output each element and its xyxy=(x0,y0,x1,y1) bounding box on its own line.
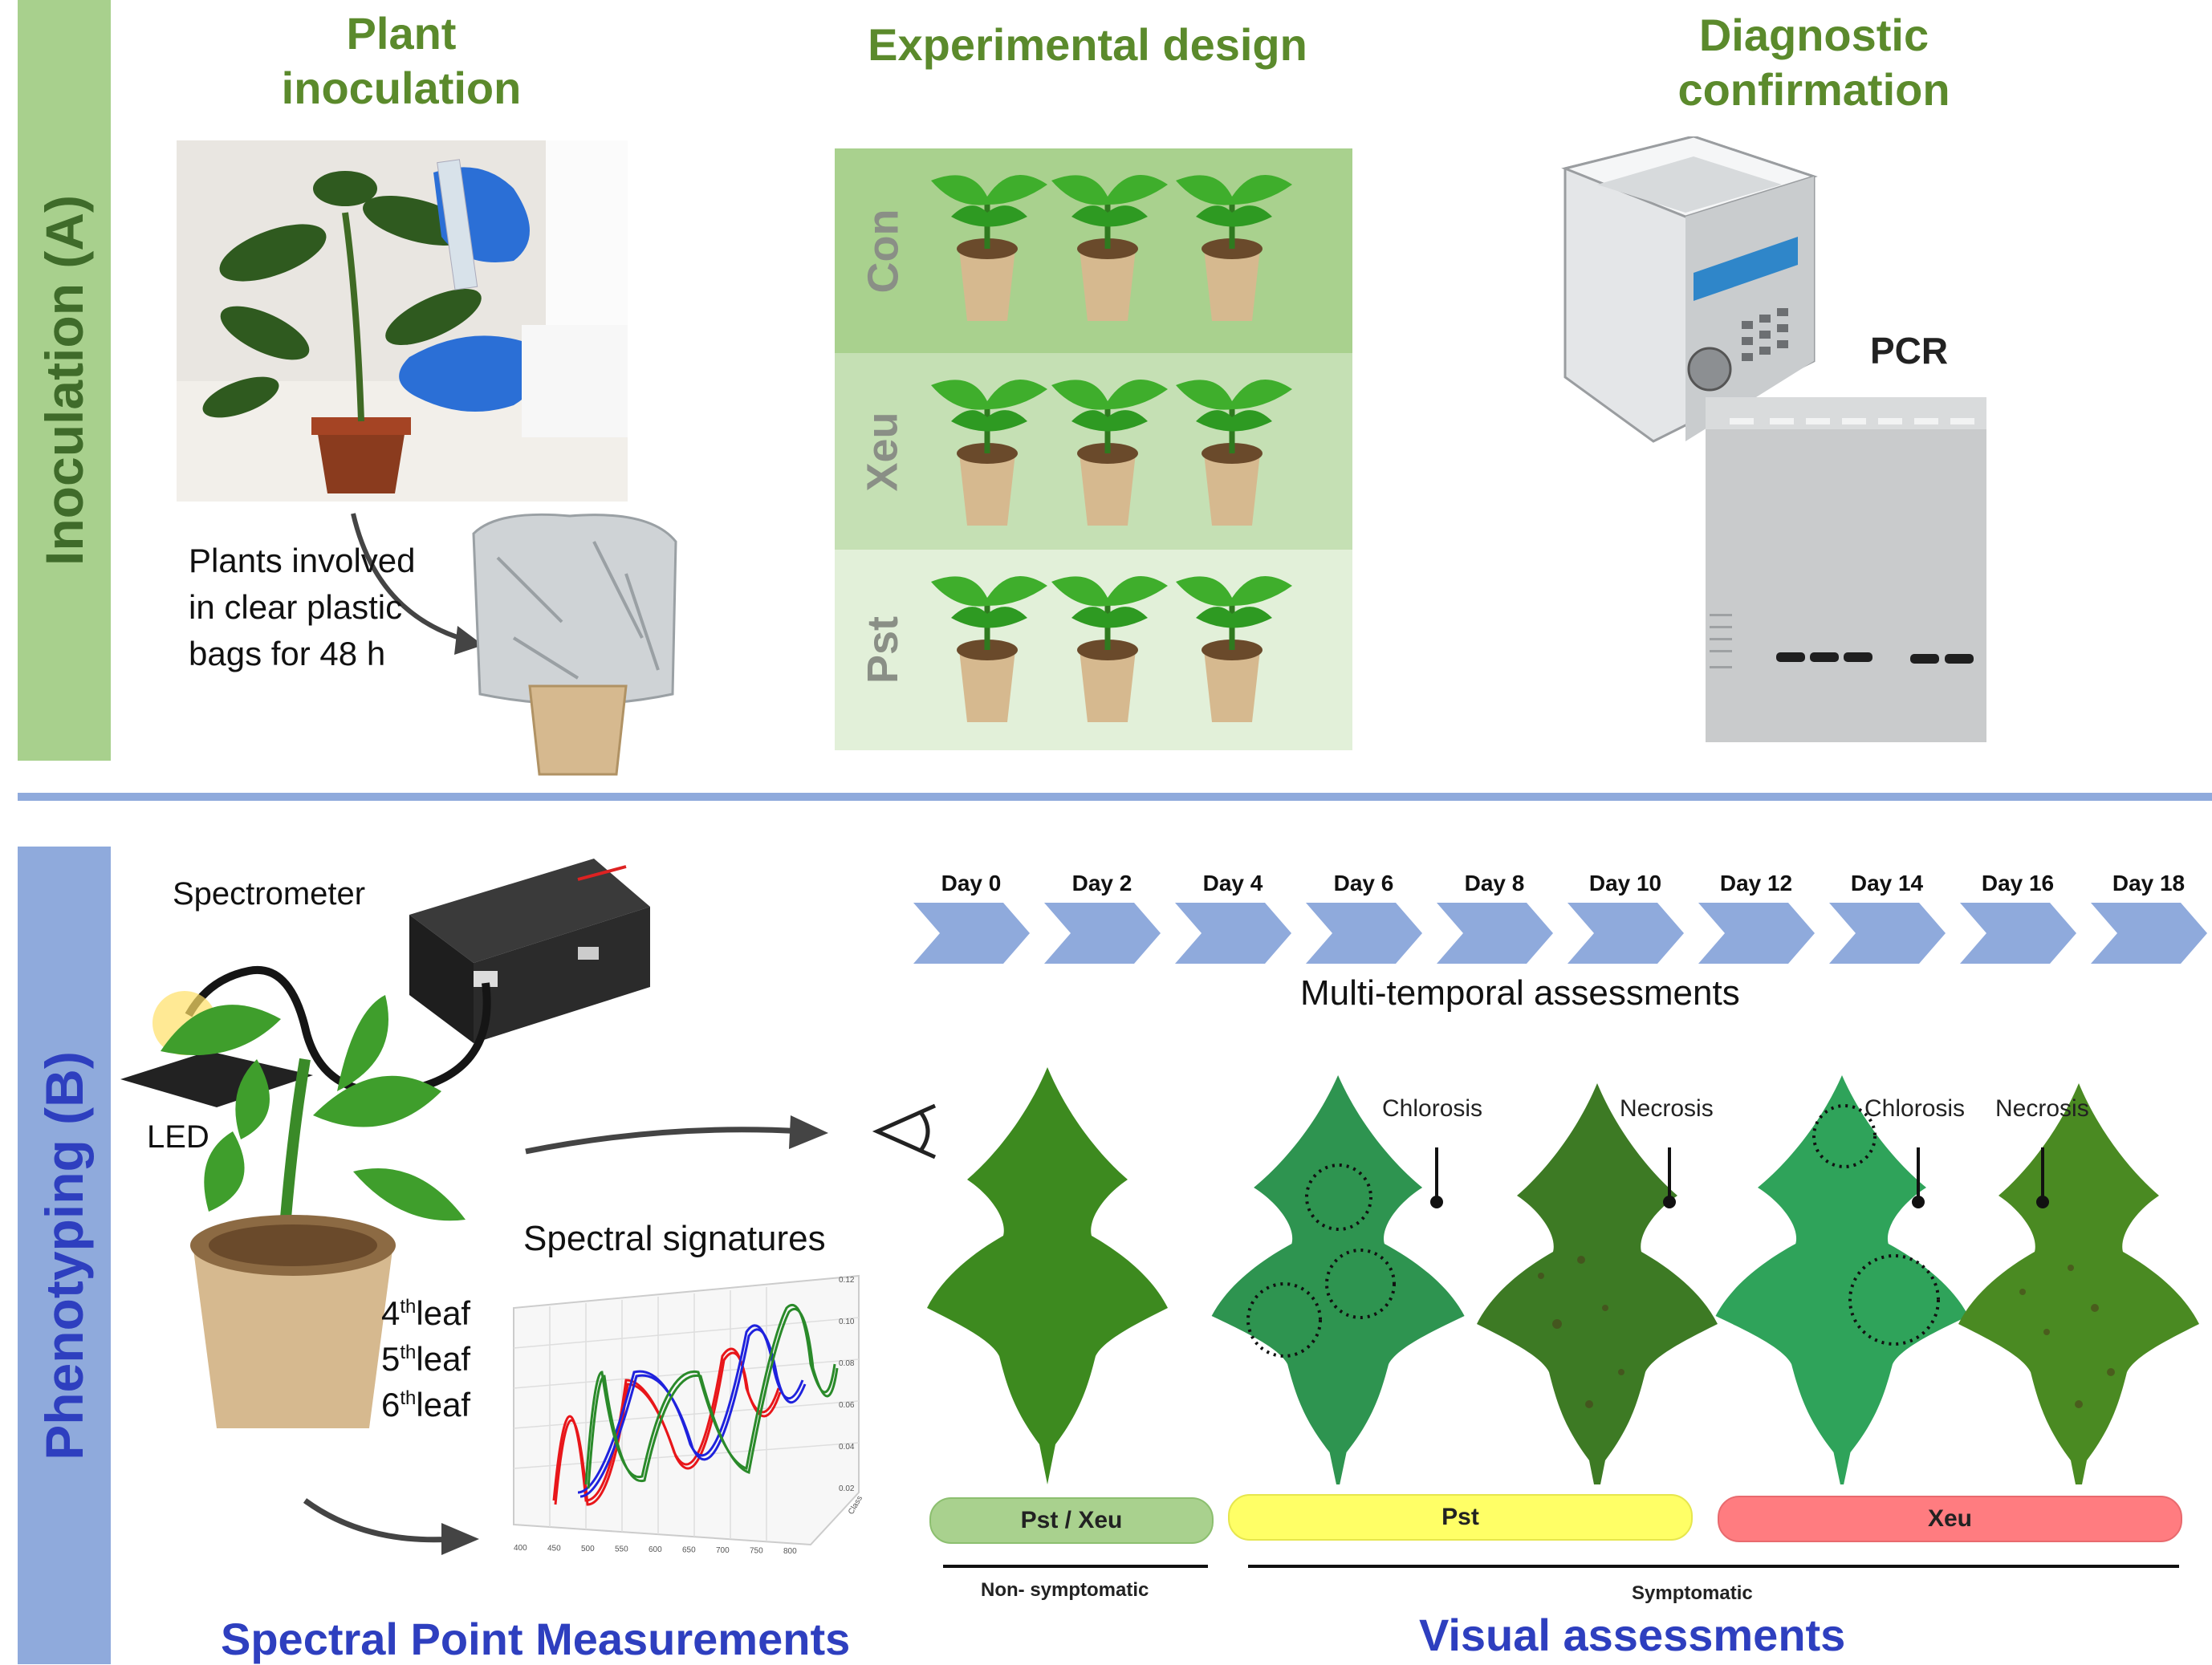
leaf-xeu-necrosis xyxy=(1958,1083,2199,1484)
timeline-caption: Multi-temporal assessments xyxy=(1300,973,1740,1013)
diagnostic-confirmation-title: Diagnostic confirmation xyxy=(1677,10,1950,115)
design-plant-icon xyxy=(1051,576,1168,722)
bag-arrow xyxy=(351,513,483,655)
design-plant-icon xyxy=(931,380,1047,526)
leaf-pst-necrosis xyxy=(1477,1083,1718,1484)
design-plants xyxy=(931,175,1292,722)
inoculation-section-text: Inoculation (A) xyxy=(35,195,94,566)
spectral-y-tick: 0.04 xyxy=(839,1443,855,1452)
timeline-day-label: Day 4 xyxy=(1202,871,1263,895)
signatures-label: Spectral signatures xyxy=(523,1219,826,1258)
spectral-y-tick: 0.08 xyxy=(839,1359,855,1368)
inoculation-photo xyxy=(177,140,628,502)
timeline-day-label: Day 12 xyxy=(1719,871,1793,895)
design-plant-icon xyxy=(1176,175,1292,321)
eye-icon xyxy=(872,1103,937,1159)
spectral-signatures-plot: 400 450 500 550 600 650 700 750 800 0.12 0.10 0.08… xyxy=(513,1274,864,1556)
arrow-to-signatures xyxy=(303,1498,479,1555)
spectral-x-tick: 450 xyxy=(547,1545,561,1553)
spectral-x-ticks: 400 450 500 550 600 650 700 750 800 xyxy=(514,1544,797,1556)
spectral-x-tick: 600 xyxy=(649,1545,662,1554)
leaf-6-label: 6thleaf xyxy=(381,1386,471,1423)
design-plant-icon xyxy=(1176,380,1292,526)
group-pill-pst-xeu: Pst / Xeu xyxy=(929,1497,1214,1544)
timeline-chevron xyxy=(1175,903,1291,964)
group-pill-xeu: Xeu xyxy=(1718,1496,2182,1542)
spectral-x-tick: 650 xyxy=(682,1546,696,1555)
inoculation-section-label: Inoculation (A) xyxy=(18,0,111,761)
design-plant-icon xyxy=(931,175,1047,321)
timeline-chevron xyxy=(1306,903,1422,964)
spectrometer-label: Spectrometer xyxy=(173,876,366,912)
non-symptomatic-label: Non- symptomatic xyxy=(981,1579,1149,1601)
spectral-point-title: Spectral Point Measurements xyxy=(221,1614,851,1664)
chlorosis-label-pst: Chlorosis xyxy=(1382,1095,1483,1122)
chlorosis-label-xeu: Chlorosis xyxy=(1864,1095,1966,1122)
leaf-4-label: 4thleaf xyxy=(381,1294,471,1332)
timeline-chevron xyxy=(1437,903,1553,964)
bagged-plant-icon xyxy=(472,513,677,776)
timeline-day-label: Day 18 xyxy=(2112,871,2186,895)
design-plant-icon xyxy=(931,576,1047,722)
experimental-design-grid: Con Xeu Pst xyxy=(835,148,1352,750)
spectral-y-ticks: 0.12 0.10 0.08 0.06 0.04 0.02 xyxy=(839,1276,855,1493)
spectral-y-tick: 0.02 xyxy=(839,1484,855,1493)
plant-inoculation-title: Plant inoculation xyxy=(281,8,522,113)
spectral-x-tick: 750 xyxy=(750,1547,763,1556)
timeline-day-label: Day 10 xyxy=(1588,871,1662,895)
leaf-xeu-chlorosis xyxy=(1715,1075,1969,1484)
timeline-day-label: Day 6 xyxy=(1333,871,1394,895)
arrow-to-visual xyxy=(525,1115,828,1155)
design-plant-icon xyxy=(1051,175,1168,321)
phenotyping-section-label: Phenotyping (B) xyxy=(18,847,111,1664)
spectrometer-setup-icon xyxy=(120,859,650,1428)
bag-note: Plants involved in clear plastic bags fo… xyxy=(189,542,416,672)
symptomatic-line xyxy=(1248,1565,2179,1568)
spectral-x-tick: 500 xyxy=(581,1545,595,1553)
timeline-chevron xyxy=(1044,903,1161,964)
spectral-x-tick: 800 xyxy=(783,1547,797,1556)
gel-image xyxy=(1706,397,1986,742)
spectral-y-tick: 0.06 xyxy=(839,1401,855,1410)
timeline-day-label: Day 14 xyxy=(1850,871,1924,895)
spectral-x-tick: 700 xyxy=(716,1546,730,1555)
pcr-machine-icon xyxy=(1561,136,1818,443)
visual-leaves xyxy=(927,1067,2199,1484)
timeline-chevron xyxy=(2091,903,2207,964)
timeline-chevron xyxy=(1698,903,1815,964)
leaf-pst-chlorosis xyxy=(1211,1075,1465,1484)
timeline-chevrons xyxy=(913,903,2207,964)
spectral-y-tick: 0.10 xyxy=(839,1318,855,1326)
timeline-chevron xyxy=(1960,903,2076,964)
led-label: LED xyxy=(147,1119,209,1155)
phenotyping-section-text: Phenotyping (B) xyxy=(35,1050,95,1460)
necrosis-label-xeu: Necrosis xyxy=(1995,1095,2089,1122)
design-plant-icon xyxy=(1176,576,1292,722)
leaf-healthy xyxy=(927,1067,1168,1484)
leaf-5-label: 5thleaf xyxy=(381,1340,471,1378)
timeline-chevron xyxy=(1568,903,1684,964)
timeline-day-label: Day 0 xyxy=(941,871,1002,895)
spectral-x-tick: 550 xyxy=(615,1545,628,1554)
timeline-day-label: Day 2 xyxy=(1071,871,1132,895)
group-pill-pst: Pst xyxy=(1228,1494,1693,1541)
design-plant-icon xyxy=(1051,380,1168,526)
non-symptomatic-line xyxy=(943,1565,1208,1568)
experimental-design-title: Experimental design xyxy=(868,19,1307,70)
symptomatic-label: Symptomatic xyxy=(1632,1582,1753,1604)
spectral-x-tick: 400 xyxy=(514,1544,527,1553)
timeline-chevron xyxy=(1829,903,1946,964)
timeline-day-label: Day 16 xyxy=(1981,871,2055,895)
visual-assessments-title: Visual assessments xyxy=(1419,1610,1846,1660)
timeline-chevron xyxy=(913,903,1030,964)
section-divider xyxy=(18,793,2212,801)
necrosis-label-pst: Necrosis xyxy=(1620,1095,1714,1122)
pcr-label: PCR xyxy=(1870,330,1949,372)
spectral-y-tick: 0.12 xyxy=(839,1276,855,1285)
timeline-day-label: Day 8 xyxy=(1464,871,1525,895)
